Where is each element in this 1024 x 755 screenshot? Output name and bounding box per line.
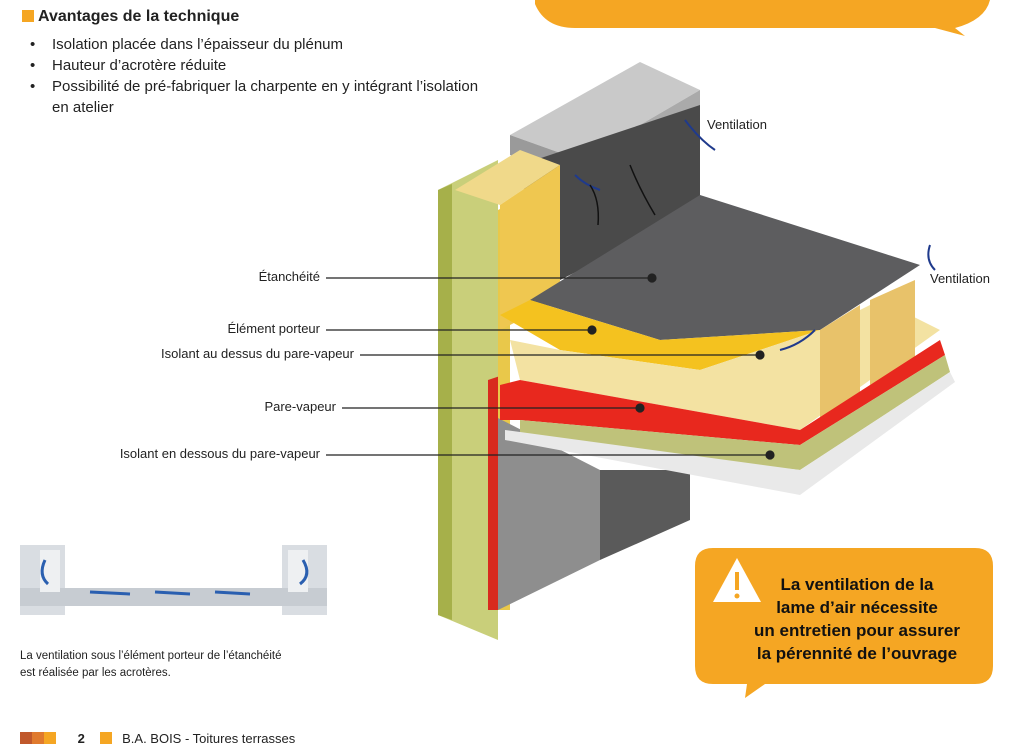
top-callout-fragment (535, 0, 990, 36)
footer-color-block (44, 732, 56, 744)
footer-subtitle: - Toitures terrasses (181, 731, 296, 746)
callout-line: La ventilation de la (780, 575, 934, 594)
list-item: Hauteur d’acrotère réduite (30, 55, 490, 76)
section-title: Avantages de la technique (22, 8, 239, 26)
callout-text: La ventilation de la lame d’air nécessit… (732, 573, 982, 665)
label-isolant-dessus: Isolant au dessus du pare-vapeur (161, 346, 354, 361)
footer-color-block (20, 732, 32, 744)
advantages-list: Isolation placée dans l’épaisseur du plé… (30, 34, 490, 118)
footer-marker-icon (100, 732, 113, 744)
label-element-porteur: Élément porteur (227, 321, 321, 336)
list-item: Possibilité de pré-fabriquer la charpent… (30, 76, 490, 118)
footer-color-block (32, 732, 44, 744)
warning-callout (695, 548, 993, 698)
label-etancheite: Étanchéité (258, 269, 320, 284)
label-ventilation-top: Ventilation (707, 117, 767, 132)
page-number: 2 (77, 731, 85, 746)
page-footer: 2 B.A. BOIS - Toitures terrasses (20, 731, 295, 746)
section-marker-icon (22, 10, 34, 22)
caption-line: La ventilation sous l’élément porteur de… (20, 650, 282, 662)
footer-brand: B.A. BOIS (122, 731, 182, 746)
caption-line: est réalisée par les acrotères. (20, 667, 171, 679)
callout-line: lame d’air nécessite (776, 598, 938, 617)
callout-line: un entretien pour assurer (754, 621, 960, 640)
ventilation-section-diagram (20, 545, 327, 615)
label-isolant-dessous: Isolant en dessous du pare-vapeur (119, 446, 320, 461)
list-item: Isolation placée dans l’épaisseur du plé… (30, 34, 490, 55)
callout-line: la pérennité de l’ouvrage (756, 644, 958, 663)
label-pare-vapeur: Pare-vapeur (264, 399, 336, 414)
label-ventilation-right: Ventilation (930, 271, 990, 286)
diagram-caption: La ventilation sous l’élément porteur de… (20, 648, 350, 682)
warning-icon (713, 558, 761, 602)
